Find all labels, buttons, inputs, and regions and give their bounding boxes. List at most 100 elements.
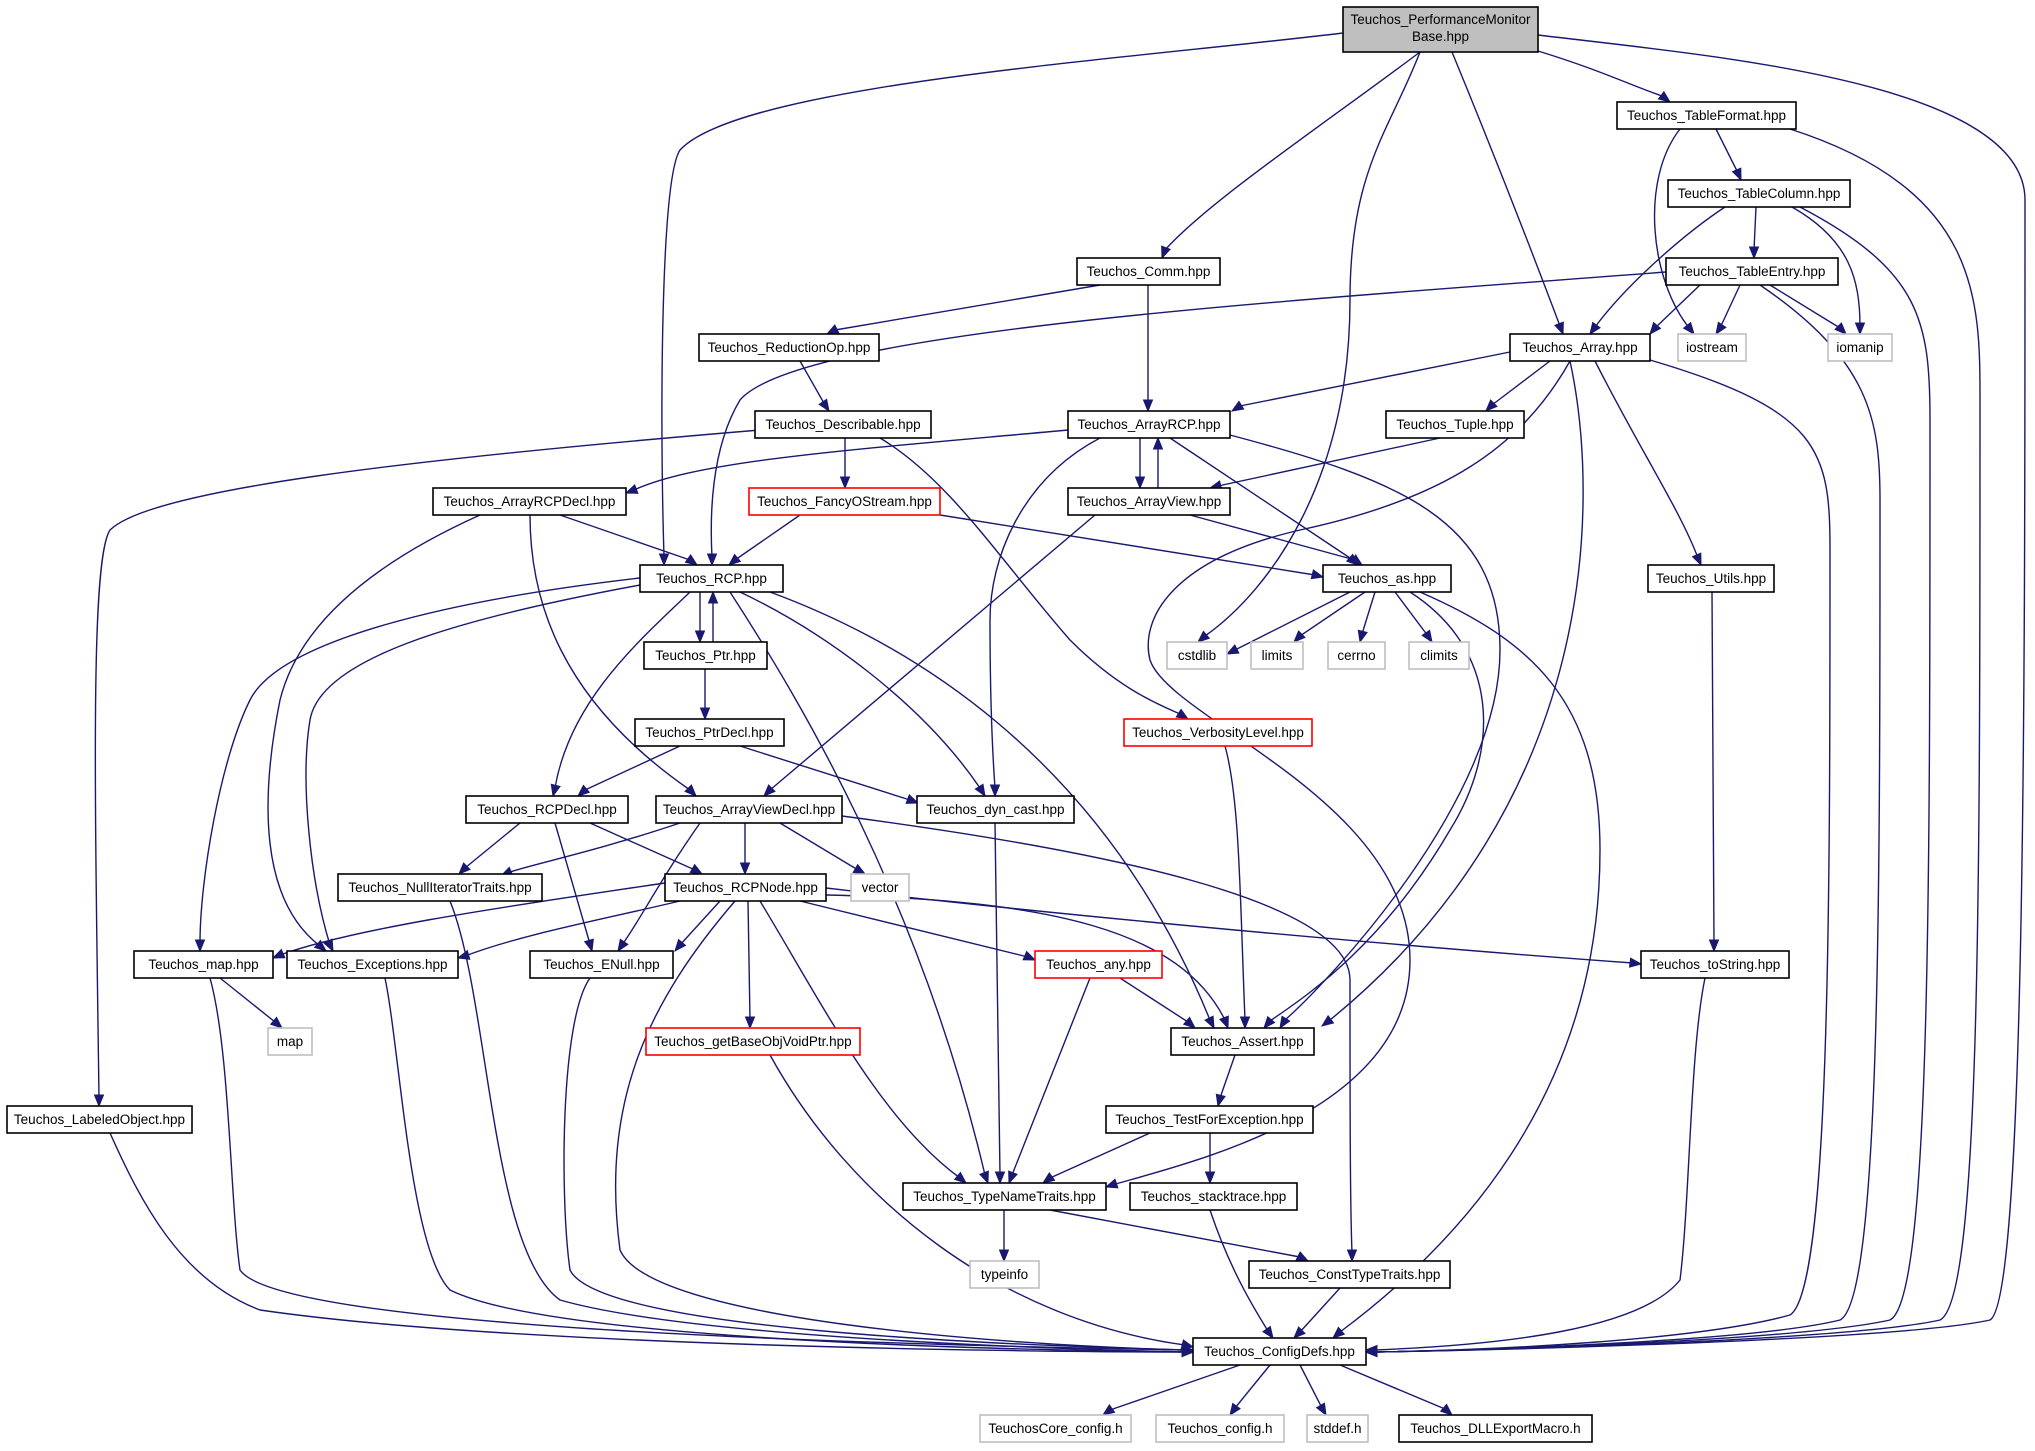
node-arrayviewdecl[interactable]: Teuchos_ArrayViewDecl.hpp: [655, 795, 843, 824]
edge-tableentry-iostream: [1715, 284, 1741, 336]
node-map[interactable]: Teuchos_map.hpp: [133, 950, 274, 979]
node-stddef[interactable]: stddef.h: [1306, 1414, 1369, 1443]
node-typenametraits[interactable]: Teuchos_TypeNameTraits.hpp: [902, 1182, 1107, 1211]
node-consttypetraits[interactable]: Teuchos_ConstTypeTraits.hpp: [1248, 1260, 1451, 1289]
svg-text:iostream: iostream: [1686, 340, 1738, 355]
node-comm[interactable]: Teuchos_Comm.hpp: [1076, 257, 1221, 286]
edge-array-utils: [1594, 360, 1702, 567]
node-stacktrace[interactable]: Teuchos_stacktrace.hpp: [1129, 1182, 1298, 1211]
arrowhead: [1279, 1015, 1291, 1030]
node-testforexception[interactable]: Teuchos_TestForException.hpp: [1105, 1105, 1314, 1134]
node-tuple[interactable]: Teuchos_Tuple.hpp: [1385, 410, 1525, 439]
node-assert[interactable]: Teuchos_Assert.hpp: [1170, 1027, 1315, 1056]
edge-fancyostream-as: [939, 514, 1325, 580]
arrowhead: [1204, 1171, 1216, 1185]
arrowhead: [1691, 552, 1702, 567]
node-rcpnode[interactable]: Teuchos_RCPNode.hpp: [664, 873, 827, 902]
svg-text:vector: vector: [862, 880, 899, 895]
node-tablecolumn[interactable]: Teuchos_TableColumn.hpp: [1667, 179, 1851, 208]
edge-root-cstdlib: [1196, 51, 1421, 643]
svg-text:Teuchos_TableFormat.hpp: Teuchos_TableFormat.hpp: [1627, 108, 1786, 123]
arrowhead: [1182, 1016, 1197, 1029]
node-teuchosconfig[interactable]: Teuchos_config.h: [1155, 1414, 1285, 1443]
edge-rcp-assert: [769, 591, 1215, 1030]
svg-text:limits: limits: [1262, 648, 1293, 663]
svg-text:typeinfo: typeinfo: [981, 1267, 1028, 1282]
node-ptrdecl[interactable]: Teuchos_PtrDecl.hpp: [634, 718, 785, 747]
node-configdefs[interactable]: Teuchos_ConfigDefs.hpp: [1192, 1337, 1367, 1366]
svg-text:Teuchos_Assert.hpp: Teuchos_Assert.hpp: [1181, 1034, 1303, 1049]
svg-text:Teuchos_Array.hpp: Teuchos_Array.hpp: [1522, 340, 1637, 355]
node-tableentry[interactable]: Teuchos_TableEntry.hpp: [1665, 257, 1839, 286]
node-dllexport[interactable]: Teuchos_DLLExportMacro.h: [1398, 1414, 1593, 1443]
node-cstdlib[interactable]: cstdlib: [1166, 641, 1228, 670]
node-fancyostream[interactable]: Teuchos_FancyOStream.hpp: [748, 487, 941, 516]
svg-text:cstdlib: cstdlib: [1178, 648, 1216, 663]
arrowhead: [1357, 629, 1368, 644]
svg-text:Teuchos_RCP.hpp: Teuchos_RCP.hpp: [656, 571, 767, 586]
arrowhead: [1731, 167, 1742, 182]
arrowhead: [93, 1094, 105, 1108]
edge-fancyostream-rcp: [727, 514, 801, 566]
svg-text:Teuchos_any.hpp: Teuchos_any.hpp: [1046, 957, 1151, 972]
svg-text:Teuchos_as.hpp: Teuchos_as.hpp: [1338, 571, 1436, 586]
arrowhead: [1748, 246, 1760, 260]
node-cerrno[interactable]: cerrno: [1327, 641, 1386, 670]
node-vector[interactable]: vector: [850, 873, 910, 902]
node-as[interactable]: Teuchos_as.hpp: [1322, 564, 1452, 593]
node-arrayview[interactable]: Teuchos_ArrayView.hpp: [1067, 487, 1231, 516]
arrowhead: [979, 1170, 989, 1185]
node-verbositylevel[interactable]: Teuchos_VerbosityLevel.hpp: [1123, 718, 1313, 747]
node-rcp[interactable]: Teuchos_RCP.hpp: [639, 564, 784, 593]
node-reductionop[interactable]: Teuchos_ReductionOp.hpp: [698, 333, 880, 362]
node-exceptions[interactable]: Teuchos_Exceptions.hpp: [286, 950, 459, 979]
node-getbaseobj[interactable]: Teuchos_getBaseObjVoidPtr.hpp: [645, 1027, 861, 1056]
svg-text:Teuchos_getBaseObjVoidPtr.hpp: Teuchos_getBaseObjVoidPtr.hpp: [654, 1034, 851, 1049]
svg-text:Teuchos_ArrayViewDecl.hpp: Teuchos_ArrayViewDecl.hpp: [663, 802, 835, 817]
node-typeinfo[interactable]: typeinfo: [969, 1260, 1040, 1289]
arrowhead: [953, 1171, 968, 1184]
node-enull[interactable]: Teuchos_ENull.hpp: [529, 950, 674, 979]
arrowhead: [624, 484, 639, 494]
node-array[interactable]: Teuchos_Array.hpp: [1509, 333, 1651, 362]
arrowhead: [1239, 1016, 1251, 1030]
arrowhead: [1161, 245, 1171, 260]
node-performancemonitorbase[interactable]: Teuchos_PerformanceMonitor Base.hpp: [1342, 6, 1539, 53]
edge-configdefs-teuchosconfig: [1229, 1364, 1271, 1417]
node-tableformat[interactable]: Teuchos_TableFormat.hpp: [1616, 101, 1797, 130]
edge-rcpnode-any: [799, 900, 1037, 961]
node-teuchoscoreconfig[interactable]: TeuchosCore_config.h: [979, 1414, 1132, 1443]
node-arrayrcpdecl[interactable]: Teuchos_ArrayRCPDecl.hpp: [432, 487, 627, 516]
edge-tablecolumn-iomanip: [1791, 206, 1866, 336]
arrowhead: [1041, 1172, 1056, 1184]
node-any[interactable]: Teuchos_any.hpp: [1034, 950, 1163, 979]
arrowhead: [1293, 630, 1306, 643]
node-utils[interactable]: Teuchos_Utils.hpp: [1647, 564, 1775, 593]
svg-text:Teuchos_TestForException.hpp: Teuchos_TestForException.hpp: [1115, 1112, 1303, 1127]
arrowhead: [1554, 321, 1564, 336]
arrowhead: [1310, 569, 1325, 580]
node-iostream[interactable]: iostream: [1677, 333, 1747, 362]
edge-arrayrcpdecl-arrayviewdecl: [529, 514, 697, 797]
svg-text:Teuchos_Utils.hpp: Teuchos_Utils.hpp: [1656, 571, 1766, 586]
node-climits[interactable]: climits: [1408, 641, 1470, 670]
edge-arrayviewdecl-consttypetraits: [841, 815, 1358, 1263]
edge-array-typenametraits: [1104, 360, 1571, 1189]
node-labeledobject[interactable]: Teuchos_LabeledObject.hpp: [6, 1105, 193, 1134]
node-describable[interactable]: Teuchos_Describable.hpp: [754, 410, 932, 439]
node-tostring[interactable]: Teuchos_toString.hpp: [1640, 950, 1790, 979]
node-ptr[interactable]: Teuchos_Ptr.hpp: [643, 641, 768, 670]
node-mapstd[interactable]: map: [267, 1027, 313, 1056]
edge-root-configdefs: [1364, 34, 2026, 1358]
node-iomanip[interactable]: iomanip: [1827, 333, 1893, 362]
node-arrayrcp[interactable]: Teuchos_ArrayRCP.hpp: [1067, 410, 1231, 439]
node-rcpdecl[interactable]: Teuchos_RCPDecl.hpp: [465, 795, 629, 824]
edge-any-assert: [1119, 977, 1197, 1029]
edge-arrayview-arrayrcp: [1152, 436, 1164, 488]
node-limits[interactable]: limits: [1250, 641, 1304, 670]
arrowhead: [194, 939, 206, 953]
node-dyncast[interactable]: Teuchos_dyn_cast.hpp: [916, 795, 1075, 824]
edge-arrayviewdecl-enull: [617, 822, 701, 953]
node-nulliteratortraits[interactable]: Teuchos_NullIteratorTraits.hpp: [337, 873, 543, 902]
edge-describable-verbositylevel: [879, 437, 1190, 720]
